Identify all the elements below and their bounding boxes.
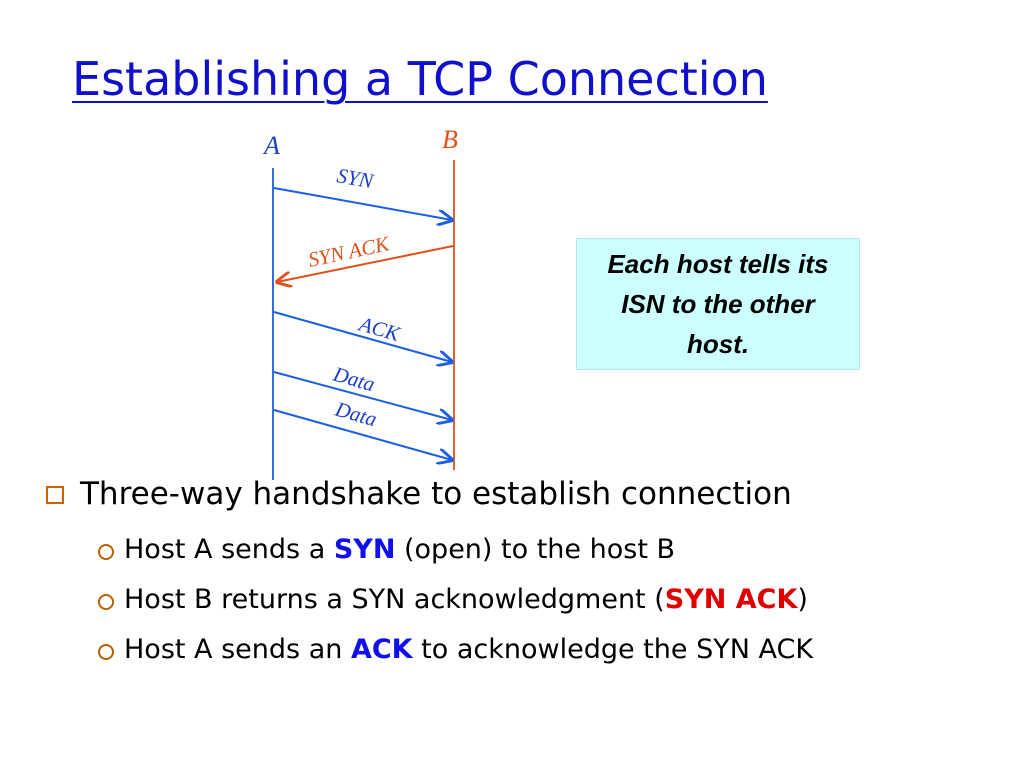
sub-bullet-3-pre: Host A sends an bbox=[124, 634, 351, 665]
syn-ack-arrow bbox=[277, 245, 454, 282]
sub-bullet-1-post: (open) to the host B bbox=[395, 534, 676, 565]
host-a-label: A bbox=[262, 131, 280, 160]
host-b-label: B bbox=[442, 125, 458, 154]
data-label-2: Data bbox=[332, 396, 380, 431]
sub-bullet-2-highlight: SYN ACK bbox=[664, 584, 798, 615]
data-arrow-1 bbox=[273, 371, 452, 420]
sub-bullet-1-pre: Host A sends a bbox=[124, 534, 334, 565]
square-bullet-icon bbox=[46, 486, 64, 504]
sub-bullet-3: Host A sends an ACK to acknowledge the S… bbox=[98, 634, 813, 665]
circle-bullet-icon bbox=[98, 543, 114, 560]
syn-label: SYN bbox=[335, 163, 376, 193]
main-bullet-text: Three-way handshake to establish connect… bbox=[80, 476, 792, 512]
data-label-1: Data bbox=[330, 361, 378, 396]
sub-bullet-2: Host B returns a SYN acknowledgment ( SY… bbox=[98, 584, 808, 615]
callout-text: Each host tells its ISN to the other hos… bbox=[607, 249, 829, 359]
syn-ack-label: SYN ACK bbox=[306, 231, 392, 272]
ack-arrow bbox=[273, 311, 452, 362]
isn-callout: Each host tells its ISN to the other hos… bbox=[576, 238, 860, 370]
sub-bullet-3-post: to acknowledge the SYN ACK bbox=[412, 634, 814, 665]
circle-bullet-icon bbox=[98, 643, 114, 660]
sub-bullet-1-highlight: SYN bbox=[333, 534, 396, 565]
slide-title: Establishing a TCP Connection bbox=[72, 52, 768, 106]
syn-arrow bbox=[273, 187, 452, 220]
main-bullet: Three-way handshake to establish connect… bbox=[46, 476, 792, 512]
ack-label: ACK bbox=[355, 311, 404, 346]
data-arrow-2 bbox=[273, 409, 452, 460]
sub-bullet-1: Host A sends a SYN (open) to the host B bbox=[98, 534, 675, 565]
sub-bullet-2-post: ) bbox=[797, 584, 808, 615]
sub-bullet-2-pre: Host B returns a SYN acknowledgment ( bbox=[124, 584, 665, 615]
sub-bullet-3-highlight: ACK bbox=[350, 634, 413, 665]
circle-bullet-icon bbox=[98, 593, 114, 610]
